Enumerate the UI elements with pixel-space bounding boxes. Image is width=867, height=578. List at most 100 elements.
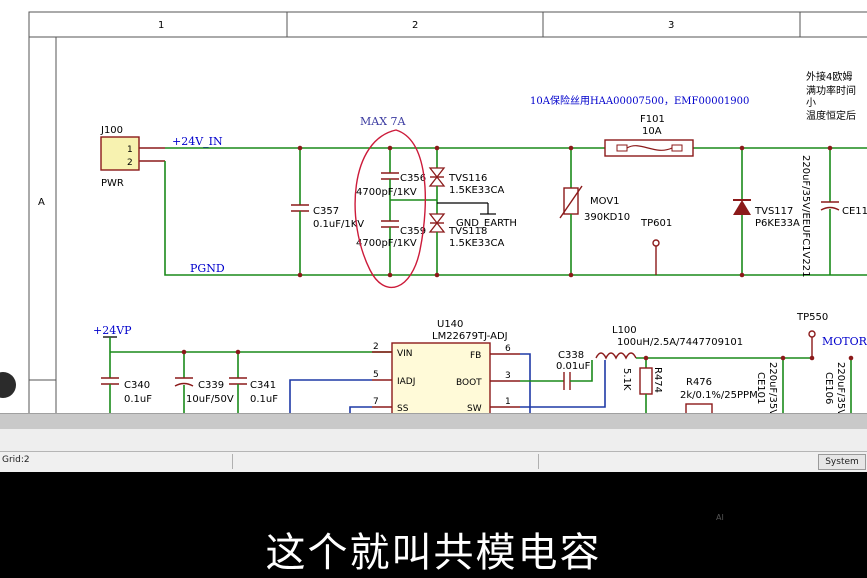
c359-value: 4700pF/1KV [356,238,417,249]
tvs-diode-tvs117[interactable] [733,145,751,278]
c341-label: C341 [250,380,276,391]
c339-label: C339 [198,380,224,391]
f101-value: 10A [642,126,662,137]
watermark: AI [716,513,724,522]
u140-pin-fb: FB [470,351,481,361]
u140-pin-iadj: IADJ [397,377,415,387]
u140-pin-boot: BOOT [456,378,482,388]
inductor-l100[interactable] [595,352,812,360]
status-bar: Grid:2 System [0,451,867,472]
video-subtitle: 这个就叫共模电容 [265,530,602,576]
capacitor-ce101[interactable] [780,355,786,413]
c341-value: 0.1uF [250,394,278,405]
tvs118-value: 1.5KE33CA [449,238,504,249]
f101-label: F101 [640,114,665,125]
bulk-cap-value: 220uF/35V/EEUFC1V221 [800,155,811,277]
resistor-r476[interactable] [685,403,713,413]
u140-pin-num-7: 7 [373,397,379,407]
bus-fb[interactable] [520,353,531,413]
net-label-pgnd: PGND [190,262,225,275]
c356-value: 4700pF/1KV [356,187,417,198]
capacitor-ce106[interactable] [848,355,854,413]
c357-label: C357 [313,206,339,217]
tvs118-label: TVS118 [448,226,487,237]
j100-sub-label: PWR [101,178,124,189]
r476-label: R476 [686,377,712,388]
handwritten-max-7a: MAX 7A [360,115,407,128]
capacitor-c356[interactable] [381,145,399,221]
status-separator [232,454,233,469]
toolbar-strip [0,429,867,451]
tvs-diode-tvs118[interactable] [428,213,446,278]
schematic-canvas[interactable]: 1 2 3 A 10A保险丝用HAA00007500，EMF00001900 外… [0,0,867,413]
varistor-mov1[interactable] [559,145,583,278]
c359-label: C359 [400,226,426,237]
u140-pin-num-1: 1 [505,397,511,407]
c340-label: C340 [124,380,150,391]
c339-value: 10uF/50V [186,394,234,405]
wire-pgnd[interactable] [164,161,867,276]
u140-label: U140 [437,319,463,330]
tvs117-value: P6KE33A [755,218,800,229]
j100-pin1: 1 [127,145,133,155]
capacitor-c338[interactable] [520,360,593,390]
u140-pin-num-6: 6 [505,344,511,354]
horizontal-scrollbar[interactable] [0,413,867,430]
sheet-frame [28,11,867,413]
column-label-3: 3 [668,20,674,31]
ce101-label: CE101 [755,372,766,404]
j100-label: J100 [100,125,123,136]
status-grid: Grid:2 [2,455,30,465]
fuse-f101[interactable] [604,139,694,157]
tvs116-value: 1.5KE33CA [449,185,504,196]
tp601-label: TP601 [640,218,672,229]
u140-value: LM22679TJ-ADJ [432,331,508,342]
c356-label: C356 [400,173,426,184]
capacitor-c339[interactable] [174,349,194,413]
side-note-3: 小 [806,97,816,109]
gnd-earth-symbol[interactable] [437,202,496,215]
capacitor-c341[interactable] [229,349,247,413]
side-note-4: 温度恒定后 [806,109,856,122]
l100-value: 100uH/2.5A/7447709101 [617,337,743,348]
net-label-gnd-earth: GND_EARTH [456,218,517,229]
c338-value: 0.01uF [556,361,591,372]
test-point-tp601[interactable] [652,239,660,275]
net-label-motor: MOTOR [822,335,867,348]
cursor-dot [0,372,16,398]
tvs117-label: TVS117 [754,206,793,217]
u140-pin-num-5: 5 [373,370,379,380]
ce-partial-label: CE11 [842,206,867,217]
mov1-value: 390KD10 [584,212,630,223]
test-point-tp550[interactable] [808,330,816,361]
capacitor-bulk-right[interactable] [820,145,840,275]
net-label-24vp: +24VP [93,324,132,337]
ic-u140[interactable] [372,342,520,413]
handwritten-circle-annotation [354,129,426,289]
ce106-value: 220uF/35V [835,362,846,413]
u140-pin-ss: SS [397,404,409,413]
schematic-drawing: 1 2 3 A 10A保险丝用HAA00007500，EMF00001900 外… [28,11,867,413]
resistor-r474[interactable] [639,355,653,413]
column-label-1: 1 [158,20,164,31]
r476-value: 2k/0.1%/25PPM [680,390,758,401]
ce101-value: 220uF/35V [767,362,778,413]
status-separator [538,454,539,469]
r474-label: R474 [652,367,663,393]
tvs116-label: TVS116 [448,173,487,184]
ce106-label: CE106 [823,372,834,404]
tvs-diode-tvs116[interactable] [428,145,446,214]
side-note-1: 外接4欧姆 [806,70,852,83]
system-button[interactable]: System [818,454,866,470]
u140-pin-num-2: 2 [373,342,379,352]
bus-sw[interactable] [520,360,606,408]
net-label-24v-in: +24V_IN [172,135,223,148]
mov1-label: MOV1 [590,196,620,207]
capacitor-c357[interactable] [291,145,309,278]
bus-iadj[interactable] [289,379,372,413]
capacitor-c359[interactable] [381,220,399,278]
capacitor-c340[interactable] [101,352,119,413]
power-symbol-24vp[interactable] [103,336,117,352]
c338-label: C338 [558,350,584,361]
connector-j100[interactable] [100,136,165,171]
